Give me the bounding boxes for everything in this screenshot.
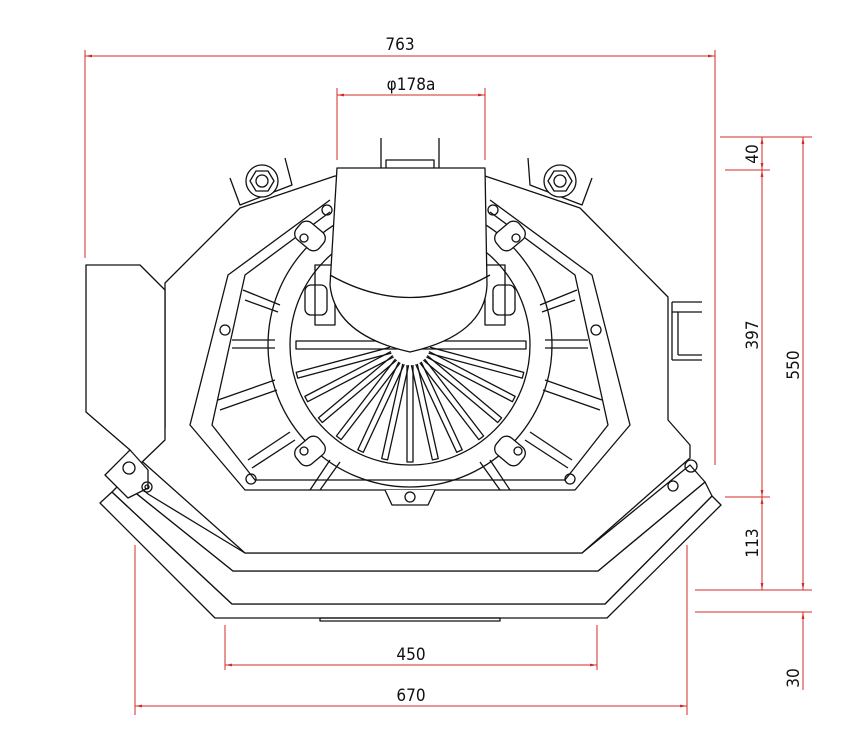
fan-blade	[422, 355, 503, 424]
fan-blade	[406, 365, 414, 463]
fan-blade	[317, 355, 398, 424]
dim-body-height: 397	[743, 320, 763, 349]
inner-frame	[189, 199, 631, 506]
base-plates	[99, 464, 722, 622]
dim-duct-diameter: φ178a	[387, 75, 436, 95]
fan-blade	[295, 346, 392, 379]
dim-plate-thickness: 30	[784, 668, 804, 687]
fan-blade	[426, 350, 516, 403]
dim-base-height: 113	[743, 528, 763, 557]
nut-right	[527, 157, 593, 206]
nut-left	[229, 157, 293, 206]
housing	[85, 175, 702, 554]
dim-top-offset: 40	[743, 144, 763, 163]
dim-inner-base-width: 450	[396, 645, 425, 665]
dimensions: 763 φ178a 40 397 113 550 30 450 670	[84, 35, 812, 715]
dim-overall-width: 763	[385, 35, 414, 55]
duct	[329, 138, 491, 353]
fan-blade	[357, 361, 405, 453]
side-box	[85, 264, 166, 465]
dim-overall-height: 550	[784, 350, 804, 379]
fan-blade	[335, 358, 401, 441]
bottom-tab	[384, 489, 436, 506]
fan-blade	[381, 363, 410, 461]
fan-blade	[410, 363, 439, 461]
dim-base-width: 670	[396, 686, 425, 706]
fan-blade	[419, 358, 485, 441]
fan-blade	[304, 350, 394, 403]
fan-blade	[415, 361, 463, 453]
fan-blade	[428, 346, 525, 379]
